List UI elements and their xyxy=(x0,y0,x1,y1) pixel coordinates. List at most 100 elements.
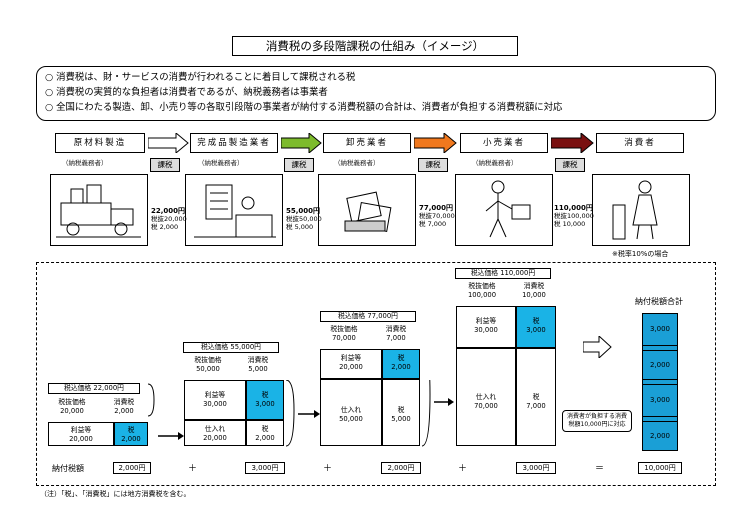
block3-purchase-label: 仕入れ xyxy=(340,406,362,414)
price-note-2: 55,000円 税抜50,000 税 5,000 xyxy=(286,207,322,231)
price-note-4-net: 税抜100,000 xyxy=(554,212,594,220)
block3-c2-value: 7,000 xyxy=(386,334,406,342)
price-note-3-total: 77,000円 xyxy=(419,204,454,212)
flow-arrow-2-icon xyxy=(298,410,320,418)
block1-tax-value: 2,000 xyxy=(121,435,141,443)
bracket-2-icon xyxy=(285,380,295,447)
calculation-panel xyxy=(36,262,716,486)
block4-profit-label: 利益等 xyxy=(475,317,497,325)
bracket-1-icon xyxy=(148,383,155,417)
building-icon xyxy=(194,184,276,238)
stage-consumer: 消費者 xyxy=(596,133,684,153)
pay-value-4: 3,000円 xyxy=(516,462,556,474)
block2-tax-label: 税 xyxy=(261,391,269,399)
page-title: 消費税の多段階課税の仕組み（イメージ） xyxy=(232,36,518,56)
block4-purchase-value: 70,000 xyxy=(474,402,498,410)
rate-note: ※税率10%の場合 xyxy=(612,250,669,258)
stage-raw-material: 原材料製造 xyxy=(55,133,145,153)
block3-ptax-label: 税 xyxy=(397,406,405,414)
block2-c2-value: 5,000 xyxy=(248,365,268,373)
tax-label-3: 課税 xyxy=(418,158,448,172)
block4-head: 税込価格 110,000円 xyxy=(455,268,551,279)
block4-tax-label: 税 xyxy=(532,317,540,325)
price-note-1-total: 22,000円 xyxy=(151,207,186,215)
block3-tax-value: 2,000 xyxy=(391,363,411,371)
pay-value-3: 2,000円 xyxy=(381,462,421,474)
bracket-3-icon xyxy=(421,380,431,447)
block2-purchase-label: 仕入れ xyxy=(204,425,226,433)
block4-c1-label: 税抜価格 xyxy=(468,282,496,290)
price-note-2-total: 55,000円 xyxy=(286,207,321,215)
block4-c2-value: 10,000 xyxy=(522,291,546,299)
sum-cell-2: 2,000 xyxy=(642,350,678,380)
block2-head: 税込価格 55,000円 xyxy=(183,342,279,353)
stage-manufacturer: 完成品製造業者 xyxy=(190,133,278,153)
block4-c2-label: 消費税 xyxy=(523,282,545,290)
flow-arrow-1-icon xyxy=(158,432,184,440)
block3-profit-value: 20,000 xyxy=(339,363,363,371)
block2-ptax-label: 税 xyxy=(261,425,269,433)
pay-value-1: 2,000円 xyxy=(113,462,151,474)
price-note-4-total: 110,000円 xyxy=(554,204,593,212)
block1-c2-value: 2,000 xyxy=(114,407,134,415)
block1-tax-label: 税 xyxy=(127,426,135,434)
block3-tax-label: 税 xyxy=(397,354,405,362)
block1-c1-label: 税抜価格 xyxy=(58,398,86,406)
pay-label: 納付税額 xyxy=(52,464,84,473)
pay-value-2: 3,000円 xyxy=(245,462,285,474)
price-note-3-net: 税抜70,000 xyxy=(419,212,455,220)
block4-ptax-label: 税 xyxy=(532,393,540,401)
block2-purchase-value: 20,000 xyxy=(203,434,227,442)
hollow-arrow-icon xyxy=(583,336,612,358)
price-note-2-tax: 税 5,000 xyxy=(286,223,314,231)
block4-tax-value: 3,000 xyxy=(526,326,546,334)
consumer-illustration xyxy=(592,174,690,246)
arrow-2-icon xyxy=(281,133,322,153)
raw-material-truck-icon xyxy=(56,184,141,238)
price-note-3-tax: 税 7,000 xyxy=(419,220,447,228)
block2-c1-value: 50,000 xyxy=(196,365,220,373)
block2-tax-value: 3,000 xyxy=(255,400,275,408)
sum-cell-4: 2,000 xyxy=(642,421,678,451)
block1-c1-value: 20,000 xyxy=(60,407,84,415)
total-value: 10,000円 xyxy=(638,462,682,474)
sum-title: 納付税額合計 xyxy=(635,297,683,306)
block2-profit-label: 利益等 xyxy=(204,391,226,399)
arrow-3-icon xyxy=(414,133,457,153)
price-note-1-net: 税抜20,000 xyxy=(151,215,187,223)
block1-head: 税込価格 22,000円 xyxy=(48,383,140,394)
consumer-note: 消費者が負担する消費税額10,000円に対応 xyxy=(562,410,632,432)
plus-1: ＋ xyxy=(188,464,198,474)
price-note-2-net: 税抜50,000 xyxy=(286,215,322,223)
sum-cell-1: 3,000 xyxy=(642,313,678,346)
block2-c2-label: 消費税 xyxy=(247,356,269,364)
block4-c1-value: 100,000 xyxy=(467,291,497,299)
footnote: （注）「税」、「消費税」には地方消費税を含む。 xyxy=(40,490,191,498)
stage-wholesaler-sub: （納税義務者） xyxy=(334,159,380,167)
summary-box: ○ 消費税は、財・サービスの消費が行われることに着目して課税される税 ○ 消費税… xyxy=(36,66,716,121)
block4-ptax-value: 7,000 xyxy=(526,402,546,410)
tax-label-2: 課税 xyxy=(284,158,314,172)
arrow-1-icon xyxy=(148,133,189,153)
tax-label-4: 課税 xyxy=(555,158,585,172)
price-note-3: 77,000円 税抜70,000 税 7,000 xyxy=(419,204,455,228)
block1-profit-value: 20,000 xyxy=(69,435,93,443)
block2-c1-label: 税抜価格 xyxy=(194,356,222,364)
